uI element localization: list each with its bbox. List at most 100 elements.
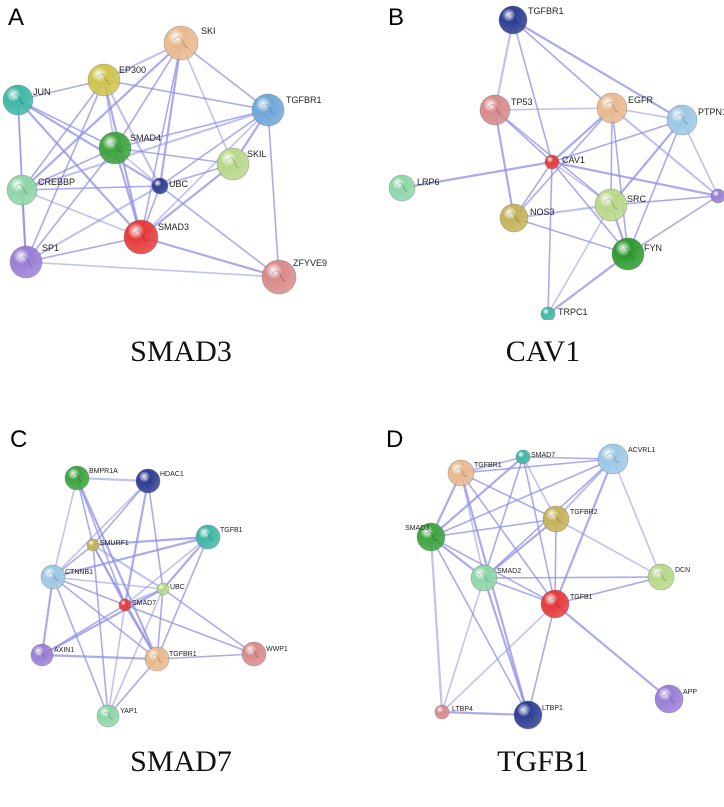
edge-cav2-fyn: [627, 195, 719, 255]
node-tgfbr1[interactable]: TGFBR1: [447, 459, 502, 487]
node-ctnnb1[interactable]: CTNNB1: [40, 564, 93, 590]
node-sphere[interactable]: [195, 524, 221, 550]
node-sphere[interactable]: [470, 564, 498, 592]
edge-tgfbr1-ubc: [159, 109, 269, 187]
structure-glyph: [15, 183, 29, 195]
node-sphere[interactable]: [6, 174, 38, 206]
node-sphere[interactable]: [30, 643, 54, 667]
node-tgfbr1[interactable]: TGFBR1: [144, 646, 197, 672]
node-sphere[interactable]: [498, 5, 528, 35]
node-crebbp[interactable]: CREBBP: [6, 174, 75, 206]
node-jun[interactable]: JUN: [2, 84, 51, 116]
node-sphere[interactable]: [251, 93, 285, 127]
structure-glyph: [478, 572, 490, 582]
node-smad7[interactable]: SMAD7: [515, 449, 555, 465]
node-sphere[interactable]: [86, 538, 100, 552]
node-sphere[interactable]: [666, 104, 698, 136]
node-label: APP: [683, 689, 697, 696]
node-ltbp1[interactable]: LTBP1: [513, 700, 563, 730]
node-sphere[interactable]: [654, 684, 684, 714]
node-sphere[interactable]: [2, 84, 34, 116]
node-cav1[interactable]: CAV1: [544, 154, 585, 170]
node-sphere[interactable]: [596, 92, 628, 124]
node-sphere[interactable]: [87, 63, 121, 97]
node-sphere[interactable]: [9, 245, 43, 279]
node-tgfb1[interactable]: TGFB1: [195, 524, 243, 550]
node-smad2[interactable]: SMAD2: [470, 564, 521, 592]
node-yap1[interactable]: YAP1: [96, 704, 137, 728]
node-tgfbr1[interactable]: TGFBR1: [251, 93, 322, 127]
node-ski[interactable]: SKI: [163, 25, 216, 61]
node-sphere[interactable]: [156, 582, 170, 596]
node-smad4[interactable]: SMAD4: [98, 131, 161, 165]
edge-cav1-cav2: [551, 160, 719, 198]
node-sphere[interactable]: [144, 646, 170, 672]
edge-smad3-ltbp1: [430, 536, 529, 716]
node-smad3[interactable]: SMAD3: [405, 522, 446, 552]
node-tgfbr1[interactable]: TGFBR1: [498, 5, 564, 35]
node-smad3[interactable]: SMAD3: [123, 219, 189, 255]
node-skil[interactable]: SKIL: [216, 147, 267, 181]
node-nos3[interactable]: NOS3: [499, 203, 555, 233]
node-sphere[interactable]: [540, 589, 570, 619]
edge-tgfb1-ltbp4: [441, 603, 556, 713]
node-lrp6[interactable]: LRP6: [388, 174, 440, 202]
node-sphere[interactable]: [151, 177, 169, 195]
node-sphere[interactable]: [499, 203, 529, 233]
node-ubc[interactable]: UBC: [151, 177, 189, 195]
node-ubc[interactable]: UBC: [156, 582, 185, 596]
node-bmpr1a[interactable]: BMPR1A: [64, 465, 118, 491]
node-sphere[interactable]: [135, 468, 161, 494]
node-sphere[interactable]: [594, 188, 628, 222]
node-sphere[interactable]: [241, 641, 267, 667]
node-sphere[interactable]: [216, 147, 250, 181]
node-egfr[interactable]: EGFR: [596, 92, 654, 124]
edge-smad7-axin1: [41, 604, 126, 656]
node-sphere[interactable]: [261, 259, 297, 295]
edge-tgfb1-tgfbr1: [156, 536, 209, 660]
node-sphere[interactable]: [40, 564, 66, 590]
node-axin1[interactable]: AXIN1: [30, 643, 74, 667]
node-sphere[interactable]: [710, 188, 724, 204]
node-acvrl1[interactable]: ACVRL1: [597, 443, 655, 475]
node-sphere[interactable]: [611, 237, 645, 271]
node-hdac1[interactable]: HDAC1: [135, 468, 184, 494]
node-dcn[interactable]: DCN: [647, 563, 690, 591]
node-tgfb1[interactable]: TGFB1: [540, 589, 593, 619]
node-sphere[interactable]: [647, 563, 675, 591]
node-sp1[interactable]: SP1: [9, 243, 59, 279]
node-fyn[interactable]: FYN: [611, 237, 662, 271]
edge-ctnnb1-smad7: [52, 576, 126, 606]
node-sphere[interactable]: [544, 154, 560, 170]
node-sphere[interactable]: [513, 700, 543, 730]
node-sphere[interactable]: [447, 459, 475, 487]
node-sphere[interactable]: [388, 174, 416, 202]
node-sphere[interactable]: [542, 505, 570, 533]
node-trpc1[interactable]: TRPC1: [540, 306, 588, 320]
node-ltbp4[interactable]: LTBP4: [434, 704, 473, 720]
node-cav2[interactable]: CAV2: [710, 188, 724, 204]
node-tgfbr2[interactable]: TGFBR2: [542, 505, 598, 533]
node-ep300[interactable]: EP300: [87, 63, 146, 97]
node-sphere[interactable]: [118, 598, 132, 612]
node-sphere[interactable]: [434, 704, 450, 720]
node-smurf1[interactable]: SMURF1: [86, 538, 129, 552]
node-ptpn1[interactable]: PTPN1: [666, 104, 724, 136]
node-sphere[interactable]: [479, 94, 511, 126]
node-sphere[interactable]: [98, 131, 132, 165]
node-wwp1[interactable]: WWP1: [241, 641, 288, 667]
node-sphere[interactable]: [163, 25, 199, 61]
node-sphere[interactable]: [416, 522, 446, 552]
node-sphere[interactable]: [597, 443, 629, 475]
node-sphere[interactable]: [540, 306, 556, 320]
node-sphere[interactable]: [64, 465, 90, 491]
node-src[interactable]: SRC: [594, 188, 647, 222]
node-zfyve9[interactable]: ZFYVE9: [261, 258, 327, 295]
node-smad7[interactable]: SMAD7: [118, 598, 156, 612]
node-sphere[interactable]: [123, 219, 159, 255]
node-label: TGFBR1: [528, 6, 564, 16]
node-sphere[interactable]: [96, 704, 120, 728]
node-app[interactable]: APP: [654, 684, 697, 714]
node-tp53[interactable]: TP53: [479, 94, 533, 126]
node-sphere[interactable]: [515, 449, 531, 465]
